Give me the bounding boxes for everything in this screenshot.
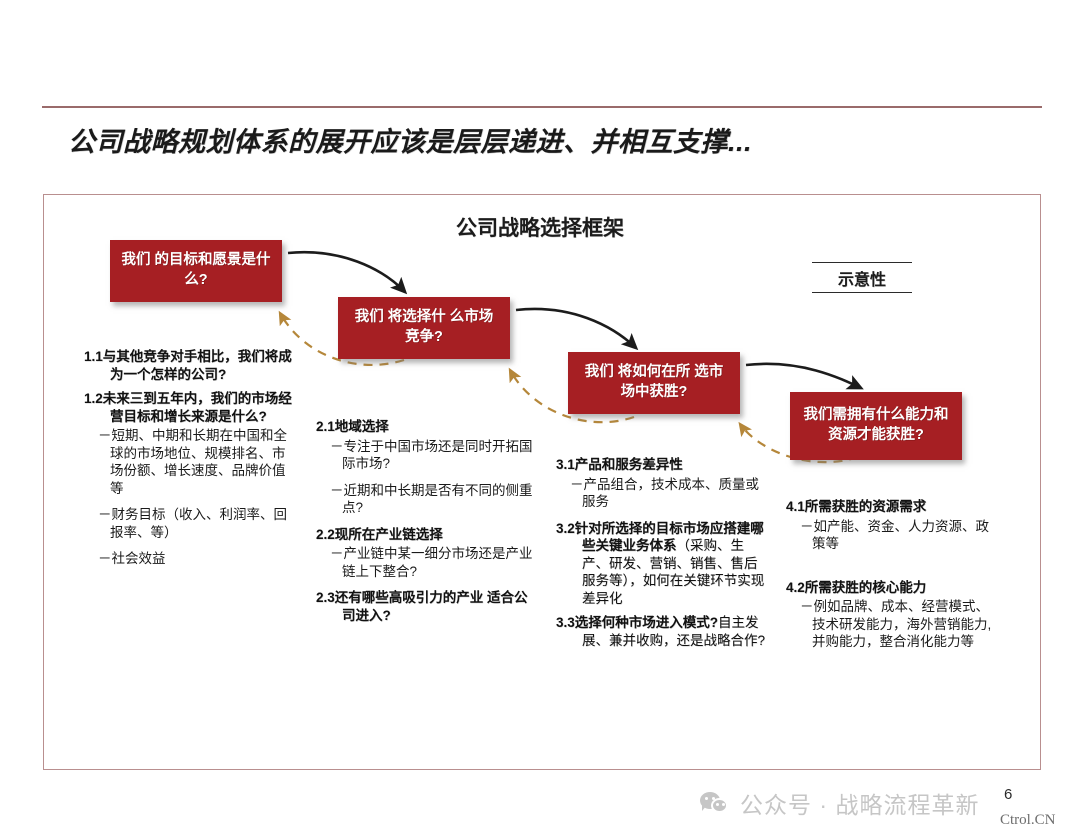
- item-1-1-num: 1.1: [84, 349, 103, 364]
- stage-box-capability-label: 我们需拥有什么能力和资源才能获胜?: [803, 407, 949, 443]
- stage-box-goals-label: 我们 的目标和愿景是什么?: [121, 252, 271, 288]
- item-1-2-sub-3: －社会效益: [98, 551, 166, 567]
- column-3: 3.1产品和服务差异性 －产品组合，技术成本、质量或服务 3.2针对所选择的目标…: [556, 456, 768, 656]
- item-2-1-heading: 2.1地域选择: [316, 418, 534, 436]
- item-3-1: 3.1产品和服务差异性 －产品组合，技术成本、质量或服务: [556, 456, 768, 511]
- watermark: 公众号 · 战略流程革新: [700, 786, 979, 820]
- item-2-2-heading: 2.2现所在产业链选择: [316, 526, 534, 544]
- page-number: 6: [1004, 786, 1013, 803]
- item-2-2-sub-1: －产业链中某一细分市场还是产业链上下整合?: [330, 546, 533, 579]
- stage-box-win[interactable]: 我们 将如何在所 选市场中获胜?: [568, 352, 740, 414]
- item-2-3-num: 2.3: [316, 590, 335, 606]
- item-1-1-text: 与其他竞争对手相比，我们将成为一个怎样的公司?: [102, 349, 292, 382]
- item-1-1: 1.1与其他竞争对手相比，我们将成为一个怎样的公司?: [84, 348, 296, 383]
- item-3-1-text: 产品和服务差异性: [574, 457, 683, 472]
- item-4-1-heading: 4.1所需获胜的资源需求: [786, 498, 1002, 516]
- item-2-1-sub-1: －专注于中国市场还是同时开拓国际市场?: [330, 438, 533, 472]
- title-divider: [42, 106, 1042, 108]
- item-1-2-num: 1.2: [84, 391, 103, 407]
- site-watermark: Ctrol.CN: [1000, 812, 1056, 828]
- item-2-3: 2.3还有哪些高吸引力的产业 适合公司进入?: [316, 589, 534, 624]
- item-1-2-heading: 1.2未来三到五年内，我们的市场经营目标和增长来源是什么?: [84, 390, 296, 425]
- item-3-2-tail: （采购、生产、研发、营销、销售、售后服务等），如何在关键环节实现差异化: [582, 538, 765, 606]
- item-4-2-text: 所需获胜的核心能力: [804, 579, 927, 595]
- item-3-2-num: 3.2: [556, 520, 575, 536]
- stage-box-market[interactable]: 我们 将选择什 么市场竞争?: [338, 297, 510, 359]
- item-4-2-heading: 4.2所需获胜的核心能力: [786, 579, 1002, 597]
- diagram-title: 公司战略选择框架: [456, 217, 624, 240]
- item-4-2-sub-1: －例如品牌、成本、经营模式、技术研发能力，海外营销能力, 并购能力，整合消化能力…: [800, 599, 992, 650]
- item-3-2: 3.2针对所选择的目标市场应搭建哪些关键业务体系（采购、生产、研发、营销、销售、…: [556, 520, 768, 608]
- item-1-1-heading: 1.1与其他竞争对手相比，我们将成为一个怎样的公司?: [84, 348, 296, 383]
- item-3-3: 3.3选择何种市场进入模式?自主发展、兼并收购，还是战略合作?: [556, 614, 768, 649]
- item-2-1: 2.1地域选择 －专注于中国市场还是同时开拓国际市场? －近期和中长期是否有不同…: [316, 418, 534, 517]
- item-3-1-sub-1: －产品组合，技术成本、质量或服务: [570, 476, 759, 510]
- item-3-2-text: 针对所选择的目标市场应搭建哪些关键业务体系: [574, 520, 764, 554]
- item-1-2: 1.2未来三到五年内，我们的市场经营目标和增长来源是什么? －短期、中期和长期在…: [84, 390, 296, 568]
- column-2: 2.1地域选择 －专注于中国市场还是同时开拓国际市场? －近期和中长期是否有不同…: [316, 418, 534, 631]
- stage-box-capability[interactable]: 我们需拥有什么能力和资源才能获胜?: [790, 392, 962, 460]
- column-4: 4.1所需获胜的资源需求 －如产能、资金、人力资源、政策等 4.2所需获胜的核心…: [786, 498, 1002, 660]
- item-3-3-text: 选择何种市场进入模式?: [574, 615, 719, 631]
- item-2-2: 2.2现所在产业链选择 －产业链中某一细分市场还是产业链上下整合?: [316, 526, 534, 581]
- item-2-1-text: 地域选择: [334, 419, 389, 434]
- item-4-1-sub-1: －如产能、资金、人力资源、政策等: [800, 518, 989, 552]
- wechat-icon: [700, 790, 730, 816]
- item-2-2-num: 2.2: [316, 526, 335, 542]
- item-4-1-text: 所需获胜的资源需求: [804, 499, 927, 514]
- item-4-1: 4.1所需获胜的资源需求 －如产能、资金、人力资源、政策等: [786, 498, 1002, 553]
- item-2-1-num: 2.1: [316, 419, 335, 434]
- item-4-2-num: 4.2: [786, 579, 805, 595]
- item-3-3-num: 3.3: [556, 615, 575, 631]
- watermark-text: 公众号 · 战略流程革新: [740, 792, 980, 818]
- stage-box-win-label: 我们 将如何在所 选市场中获胜?: [584, 364, 724, 400]
- item-4-1-num: 4.1: [786, 499, 805, 514]
- item-3-3-tail: 自主发展、兼并收购，还是战略合作?: [582, 615, 766, 648]
- item-2-3-text: 还有哪些高吸引力的产业 适合公司进入?: [334, 590, 528, 623]
- item-1-2-sub-1: －短期、中期和长期在中国和全球的市场地位、规模排名、市场份额、增长速度、品牌价值…: [98, 428, 287, 496]
- column-1: 1.1与其他竞争对手相比，我们将成为一个怎样的公司? 1.2未来三到五年内，我们…: [84, 348, 296, 577]
- item-3-3-heading: 3.3选择何种市场进入模式?自主发展、兼并收购，还是战略合作?: [556, 614, 768, 649]
- stage-box-market-label: 我们 将选择什 么市场竞争?: [354, 309, 494, 345]
- item-2-3-heading: 2.3还有哪些高吸引力的产业 适合公司进入?: [316, 589, 534, 624]
- item-2-2-text: 现所在产业链选择: [334, 526, 443, 542]
- item-3-1-heading: 3.1产品和服务差异性: [556, 456, 768, 474]
- item-1-2-text: 未来三到五年内，我们的市场经营目标和增长来源是什么?: [102, 391, 292, 424]
- item-1-2-sub-2: －财务目标（收入、利润率、回报率、等）: [98, 507, 287, 540]
- illustrative-badge: 示意性: [812, 262, 912, 293]
- item-3-2-heading: 3.2针对所选择的目标市场应搭建哪些关键业务体系（采购、生产、研发、营销、销售、…: [556, 520, 768, 608]
- item-2-1-sub-2: －近期和中长期是否有不同的侧重点?: [330, 482, 533, 516]
- item-4-2: 4.2所需获胜的核心能力 －例如品牌、成本、经营模式、技术研发能力，海外营销能力…: [786, 579, 1002, 651]
- stage-box-goals[interactable]: 我们 的目标和愿景是什么?: [110, 240, 282, 302]
- item-3-1-num: 3.1: [556, 457, 575, 472]
- page-title: 公司战略规划体系的展开应该是层层递进、并相互支撑...: [68, 127, 753, 157]
